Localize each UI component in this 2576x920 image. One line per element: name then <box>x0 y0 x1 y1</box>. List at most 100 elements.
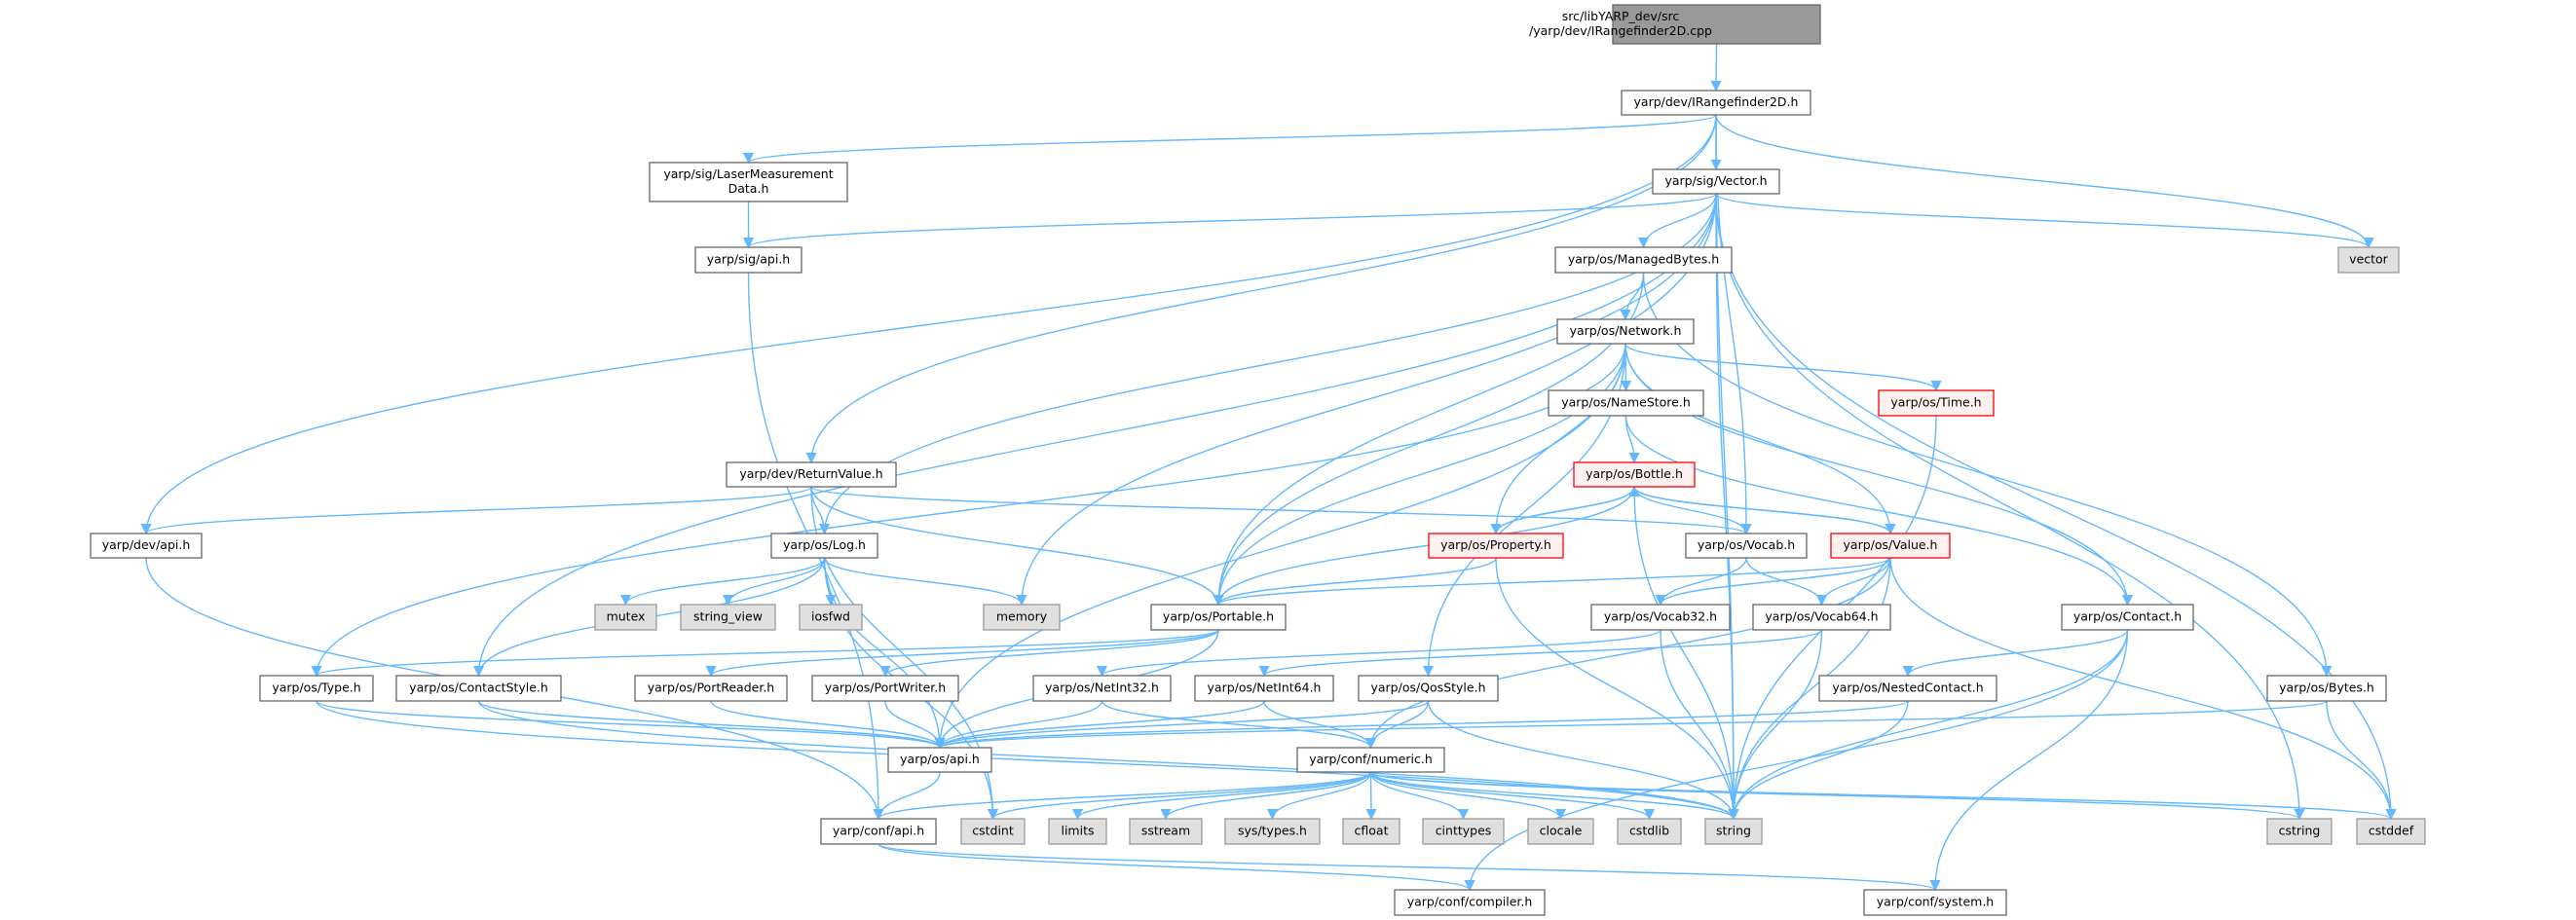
node-bytes[interactable]: yarp/os/Bytes.h <box>2266 675 2387 702</box>
edge-contact-to-nestedcontact <box>1902 629 2129 678</box>
node-system[interactable]: yarp/conf/system.h <box>1863 889 2007 916</box>
node-label: yarp/conf/system.h <box>1877 895 1994 909</box>
node-string_view: string_view <box>680 604 776 631</box>
node-label: yarp/sig/api.h <box>707 252 790 267</box>
node-label: yarp/dev/ReturnValue.h <box>739 466 882 481</box>
edge-portable-to-portwriter <box>879 629 1219 678</box>
node-label: yarp/os/Log.h <box>783 537 866 552</box>
node-value[interactable]: yarp/os/Value.h <box>1830 533 1951 559</box>
node-iosfwd: iosfwd <box>799 604 863 631</box>
edge-numeric-to-limits <box>1072 771 1372 821</box>
node-vector_h[interactable]: yarp/sig/Vector.h <box>1652 168 1780 195</box>
node-nestedcontact[interactable]: yarp/os/NestedContact.h <box>1818 675 1997 702</box>
node-box <box>1704 818 1763 845</box>
edge-bottle-to-portable <box>1213 486 1635 607</box>
node-cstdint: cstdint <box>960 818 1026 845</box>
node-box <box>1224 818 1321 845</box>
node-numeric[interactable]: yarp/conf/numeric.h <box>1296 747 1445 773</box>
node-type[interactable]: yarp/os/Type.h <box>259 675 374 702</box>
node-netint64[interactable]: yarp/os/NetInt64.h <box>1194 675 1334 702</box>
edge-netint64-to-numeric <box>1263 700 1377 750</box>
node-time[interactable]: yarp/os/Time.h <box>1878 389 1995 417</box>
node-box <box>960 818 1026 845</box>
edge-vector_h-to-managed <box>1637 193 1717 249</box>
node-label: cfloat <box>1355 824 1389 838</box>
edge-nestedcontact-to-osapi <box>934 700 1909 750</box>
node-label: yarp/os/Property.h <box>1440 537 1551 552</box>
edge-numeric-to-cstdlib <box>1369 771 1655 821</box>
node-log[interactable]: yarp/os/Log.h <box>770 533 878 559</box>
node-property[interactable]: yarp/os/Property.h <box>1428 533 1564 559</box>
node-clocale: clocale <box>1527 818 1594 845</box>
edge-numeric-to-cfloat <box>1365 771 1377 821</box>
node-netint32[interactable]: yarp/os/NetInt32.h <box>1032 675 1172 702</box>
node-root[interactable]: src/libYARP_dev/src/yarp/dev/IRangefinde… <box>1529 4 1821 45</box>
node-managed[interactable]: yarp/os/ManagedBytes.h <box>1554 246 1733 274</box>
node-compiler[interactable]: yarp/conf/compiler.h <box>1394 889 1546 916</box>
node-sigapi[interactable]: yarp/sig/api.h <box>694 246 803 274</box>
node-label: cstddef <box>2369 824 2414 838</box>
node-label: yarp/os/ContactStyle.h <box>409 681 548 695</box>
edge-contactstyle-to-osapi <box>477 700 946 750</box>
node-systypes: sys/types.h <box>1224 818 1321 845</box>
nodes-layer: src/libYARP_dev/src/yarp/dev/IRangefinde… <box>90 4 2426 916</box>
node-devapi[interactable]: yarp/dev/api.h <box>90 533 203 559</box>
edge-confapi-to-compiler <box>877 843 1475 892</box>
node-box <box>90 533 203 559</box>
node-box <box>259 675 374 702</box>
node-cstdlib: cstdlib <box>1617 818 1682 845</box>
node-box <box>1342 818 1400 845</box>
edge-osapi-to-confapi <box>873 771 941 821</box>
edge-bytes-to-cstddef <box>2326 700 2397 821</box>
node-label: yarp/os/Portable.h <box>1163 609 1274 624</box>
node-confapi[interactable]: yarp/conf/api.h <box>820 818 937 845</box>
node-qosstyle[interactable]: yarp/os/QosStyle.h <box>1358 675 1499 702</box>
node-contact[interactable]: yarp/os/Contact.h <box>2061 604 2194 631</box>
node-label: yarp/os/NestedContact.h <box>1832 681 1983 695</box>
edge-qosstyle-to-osapi <box>934 700 1430 750</box>
node-osapi[interactable]: yarp/os/api.h <box>887 747 992 773</box>
node-namestore[interactable]: yarp/os/NameStore.h <box>1548 389 1704 417</box>
node-box <box>1554 246 1733 274</box>
node-box <box>1548 389 1704 417</box>
node-bottle[interactable]: yarp/os/Bottle.h <box>1573 461 1696 488</box>
edge-network-to-time <box>1624 343 1942 392</box>
edge-property-to-string <box>1495 557 1739 821</box>
node-portwriter[interactable]: yarp/os/PortWriter.h <box>811 675 959 702</box>
edge-vocab64-to-string <box>1728 629 1823 821</box>
edge-portable-to-type <box>311 629 1219 678</box>
edge-vocab64-to-netint64 <box>1258 629 1823 678</box>
node-portreader[interactable]: yarp/os/PortReader.h <box>634 675 788 702</box>
edge-vocab32-to-string <box>1660 629 1739 821</box>
node-ir2d[interactable]: yarp/dev/IRangefinder2D.h <box>1621 90 1811 116</box>
edge-vector_h-to-cstring <box>1715 193 2305 821</box>
edge-root-to-ir2d <box>1710 43 1722 92</box>
node-label: yarp/os/Network.h <box>1570 323 1682 338</box>
node-box <box>1048 818 1107 845</box>
edge-nestedcontact-to-string <box>1728 700 1909 821</box>
node-label: yarp/os/QosStyle.h <box>1370 681 1485 695</box>
node-memory: memory <box>983 604 1061 631</box>
node-box <box>887 747 992 773</box>
node-portable[interactable]: yarp/os/Portable.h <box>1150 604 1287 631</box>
node-label: yarp/os/Value.h <box>1844 537 1938 552</box>
node-network[interactable]: yarp/os/Network.h <box>1556 318 1695 345</box>
edge-vocab32-to-netint32 <box>1097 629 1661 678</box>
edge-property-to-bottle <box>1495 485 1640 534</box>
node-vocab[interactable]: yarp/os/Vocab.h <box>1685 533 1808 559</box>
node-box <box>1752 604 1891 631</box>
edge-managed-to-bytes <box>1642 272 2333 678</box>
node-box <box>1296 747 1445 773</box>
node-box <box>2337 246 2400 274</box>
node-contactstyle[interactable]: yarp/os/ContactStyle.h <box>395 675 562 702</box>
node-vocab64[interactable]: yarp/os/Vocab64.h <box>1752 604 1891 631</box>
edge-numeric-to-sstream <box>1160 771 1372 821</box>
node-label: yarp/sig/LaserMeasurement <box>663 166 833 181</box>
node-box <box>726 461 897 488</box>
edge-vector_h-to-sigapi <box>743 193 1717 249</box>
node-vocab32[interactable]: yarp/os/Vocab32.h <box>1590 604 1731 631</box>
node-retval[interactable]: yarp/dev/ReturnValue.h <box>726 461 897 488</box>
edge-log-to-mutex <box>619 557 826 607</box>
edge-log-to-memory <box>823 557 1027 607</box>
